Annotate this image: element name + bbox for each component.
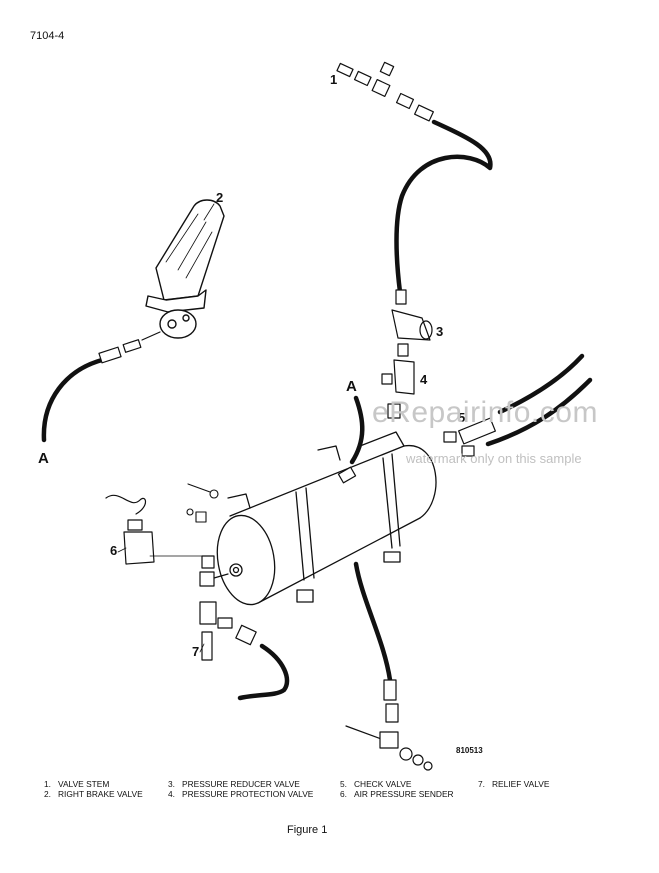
brake-valve-hose [41,331,161,443]
figure-caption: Figure 1 [287,824,328,836]
valve-stem-assembly [336,61,434,122]
callout-7: 7 [192,644,200,659]
legend-item-7: 7.RELIEF VALVE [478,779,550,789]
mounting-hardware [186,483,219,523]
callout-4: 4 [420,372,428,387]
watermark-sub: watermark only on this sample [406,451,582,466]
compressor-hose [485,353,593,447]
legend-column-1: 1.VALVE STEM 2.RIGHT BRAKE VALVE [44,779,143,799]
connection-a-top: A [346,378,357,395]
watermark-main: eRepairinfo.com [372,396,598,429]
legend-column-2: 3.PRESSURE REDUCER VALVE 4.PRESSURE PROT… [168,779,313,799]
callout-2: 2 [216,190,224,205]
callout-6: 6 [110,543,118,558]
relief-valve-group [199,555,257,661]
air-pressure-sender [105,494,205,565]
lower-hose [353,561,399,723]
bottom-fittings [345,725,433,771]
brake-pedal [145,199,225,339]
check-valve [443,417,496,457]
pressure-reducer-valve [391,289,433,341]
drain-hose [237,643,290,701]
legend-item-5: 5.CHECK VALVE [340,779,412,789]
callout-5: 5 [458,410,466,425]
document-id: 7104-4 [30,30,65,42]
main-supply-hose [394,119,493,295]
legend-column-3: 5.CHECK VALVE 6.AIR PRESSURE SENDER [340,779,454,799]
tank-inlet-hose [337,395,365,484]
legend-item-3: 3.PRESSURE REDUCER VALVE [168,779,300,789]
leader-lines [117,203,215,653]
connection-a-left: A [38,450,49,467]
legend-item-6: 6.AIR PRESSURE SENDER [340,789,454,799]
legend-item-2: 2.RIGHT BRAKE VALVE [44,789,143,799]
air-tank [216,431,437,606]
callout-3: 3 [436,324,444,339]
callout-1: 1 [330,72,338,87]
legend-column-4: 7.RELIEF VALVE [478,779,549,789]
legend-item-1: 1.VALVE STEM [44,779,110,789]
legend-item-4: 4.PRESSURE PROTECTION VALVE [168,789,314,799]
drawing-number: 810513 [456,746,483,755]
pressure-protection-valve [381,343,415,419]
